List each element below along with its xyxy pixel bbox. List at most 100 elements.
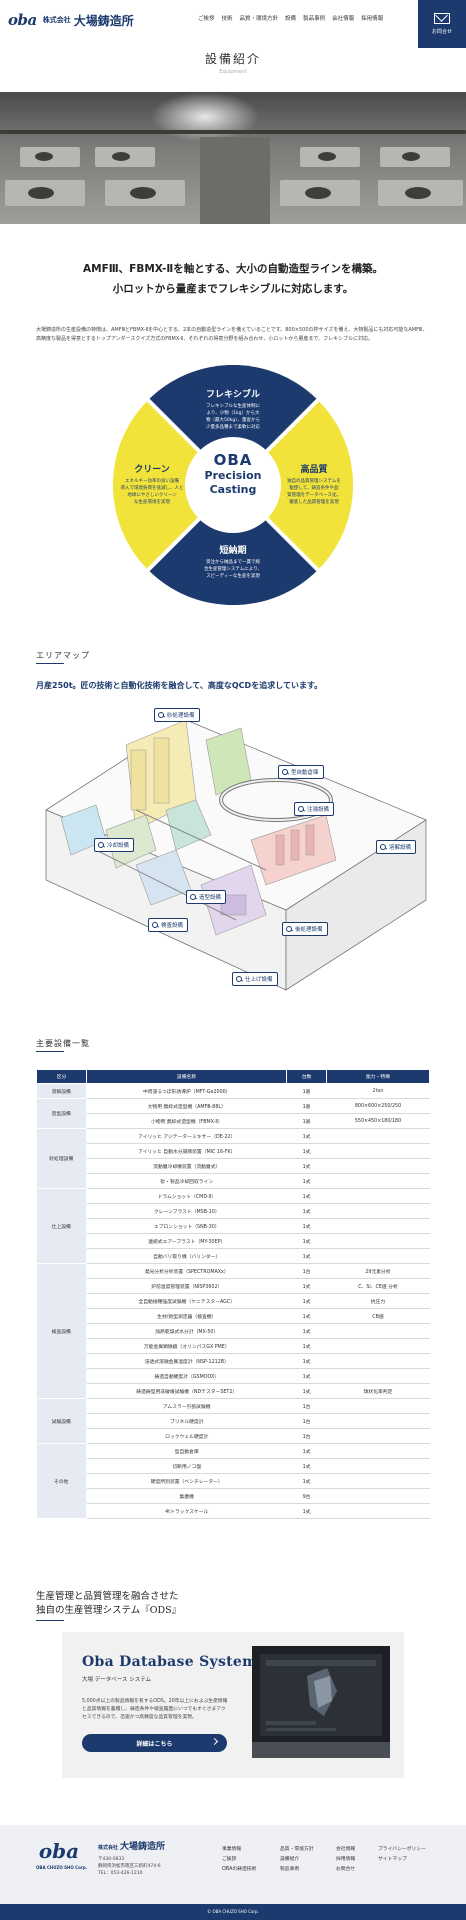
equipment-capacity xyxy=(326,1323,430,1339)
ods-lead-line-1: 生産管理と品質管理を融合させた xyxy=(36,1591,179,1602)
area-map-label: エリアマップ xyxy=(36,651,90,660)
equipment-name: 中周波るつぼ形誘導炉（MFT-Ge2000） xyxy=(86,1083,287,1099)
table-row: 仕上設備ドラムショット（CMD-Ⅱ）1式 xyxy=(36,1188,430,1264)
footer-link-equipment[interactable]: 設備紹介 xyxy=(280,1857,300,1862)
equipment-name: ロックウェル硬度計 xyxy=(86,1428,287,1444)
tag-inspection[interactable]: 検査設備 xyxy=(148,918,189,932)
wheel-center-text: OBA Precision Casting xyxy=(173,451,293,497)
tag-cooling[interactable]: 冷却設備 xyxy=(94,838,135,852)
equipment-capacity xyxy=(326,1473,430,1489)
lead-line-2: 小ロットから量産までフレキシブルに対応します。 xyxy=(112,283,354,295)
nav-technology[interactable]: 技術 xyxy=(221,16,233,22)
table-row: 硬度所別装置（ベンチレーター）1式 xyxy=(37,1473,430,1489)
equipment-capacity: 2ton xyxy=(326,1083,430,1099)
equipment-category: 仕上設備 xyxy=(36,1188,87,1264)
footer-link-technology[interactable]: OBAの鋳造技術 xyxy=(222,1867,257,1872)
equipment-capacity xyxy=(326,1218,430,1234)
wheel-top-title: フレキシブル xyxy=(205,390,260,400)
ods-card: Oba Database System 大場 データベース システム 5,000… xyxy=(62,1632,404,1778)
footer-link-greeting[interactable]: ご挨拶 xyxy=(222,1857,237,1862)
equipment-count: 1式 xyxy=(286,1128,327,1144)
equipment-count: 1式 xyxy=(286,1188,327,1204)
equipment-count: 1式 xyxy=(286,1443,327,1459)
equipment-name: 流動層冷却機装置（流動層式） xyxy=(86,1158,287,1174)
wheel-right-desc-4: 徹底した品質管理を実現 xyxy=(289,500,339,505)
page-title-en: Equipment xyxy=(219,69,247,75)
equipment-name: 自動バリ取り機（バリンダー） xyxy=(86,1248,287,1264)
tag-post-processing[interactable]: 後処理設備 xyxy=(282,922,328,936)
tag-pouring[interactable]: 注湯設備 xyxy=(294,802,335,816)
nav-company[interactable]: 会社情報 xyxy=(332,16,355,22)
equipment-count: 9台 xyxy=(286,1488,327,1504)
footer-company-name: 大場鋳造所 xyxy=(120,1842,166,1852)
equipment-capacity xyxy=(326,1398,430,1414)
equipment-capacity xyxy=(326,1488,430,1504)
equipment-name: アイリッヒ 自動水分調節装置（MIC 16-FK） xyxy=(86,1143,287,1159)
equipment-name: 切断用ノコ盤 xyxy=(86,1458,287,1474)
equipment-capacity xyxy=(326,1158,430,1174)
equipment-count: 1式 xyxy=(286,1173,327,1189)
wheel-right-desc-3: 質管理をデータベース化。 xyxy=(287,493,341,498)
tag-finishing[interactable]: 仕上げ設備 xyxy=(232,972,278,986)
tag-melting[interactable]: 溶解設備 xyxy=(376,840,417,854)
contact-button[interactable]: お問合せ xyxy=(418,0,466,48)
equipment-count: 1式 xyxy=(286,1338,327,1354)
equipment-capacity xyxy=(326,1188,430,1204)
equipment-count: 1台 xyxy=(286,1413,327,1429)
tag-molding[interactable]: 造型設備 xyxy=(186,890,227,904)
nav-recruit[interactable]: 採用情報 xyxy=(361,16,384,22)
tag-sand-processing[interactable]: 砂処理設備 xyxy=(154,708,200,722)
chevron-right-icon xyxy=(210,1737,219,1746)
footer-link-quality[interactable]: 品質・環境方針 xyxy=(280,1847,314,1852)
footer-link-privacy[interactable]: プライバシーポリシー xyxy=(378,1847,426,1852)
nav-greeting[interactable]: ご挨拶 xyxy=(198,16,215,22)
table-row: 連続式エアーブラスト（MY-30EP）1式 xyxy=(37,1233,430,1249)
copyright: © OBA CHUZO SHO Corp. xyxy=(0,1904,466,1920)
tag-mold-warehouse[interactable]: 型自動倉庫 xyxy=(278,765,324,779)
footer-link-recruit[interactable]: 採用情報 xyxy=(336,1857,356,1862)
area-map: 砂処理設備 型自動倉庫 注湯設備 溶解設備 冷却設備 造型設備 検査設備 後処理… xyxy=(36,700,430,1000)
equipment-name: アイリッヒ アジテーターミキサー（DE-22） xyxy=(86,1128,287,1144)
table-row: 自動バリ取り機（バリンダー）1式 xyxy=(37,1248,430,1264)
equipment-capacity: C、Si、CE値 分析 xyxy=(326,1278,430,1294)
wheel-bottom-desc-2: 合生産管理システムにより、 xyxy=(203,567,263,572)
equipment-name: 小物用 無枠式造型機（FBMX-Ⅱ） xyxy=(86,1113,287,1129)
site-logo[interactable]: oba 株式会社 大場鋳造所 xyxy=(8,9,134,31)
equipment-name: 鋳造鋳型用非破壊試験機（NDテスターSET2） xyxy=(86,1383,287,1399)
col-category: 区分 xyxy=(36,1069,87,1084)
equipment-capacity xyxy=(326,1458,430,1474)
ods-detail-label: 詳細はこちら xyxy=(136,1740,173,1748)
footer-logo[interactable]: oba OBA CHUZO SHO Corp. xyxy=(36,1839,87,1870)
equipment-count: 1式 xyxy=(286,1353,327,1369)
equipment-count: 1台 xyxy=(286,1428,327,1444)
footer-link-products[interactable]: 製品事例 xyxy=(280,1867,300,1872)
footer-link-company[interactable]: 会社情報 xyxy=(336,1847,356,1852)
footer-link-contact[interactable]: お問合せ xyxy=(336,1867,356,1872)
equipment-capacity xyxy=(326,1368,430,1384)
equipment-name: アムスラー引張試験機 xyxy=(86,1398,287,1414)
nav-equipment[interactable]: 設備 xyxy=(285,16,297,22)
equipment-capacity: 球状化率判定 xyxy=(326,1383,430,1399)
equipment-count: 1基 xyxy=(286,1113,327,1129)
nav-products[interactable]: 製品事例 xyxy=(303,16,326,22)
equipment-count: 1式 xyxy=(286,1323,327,1339)
ods-detail-button[interactable]: 詳細はこちら xyxy=(82,1734,227,1752)
table-row: エプロンショット（SNB-30）1式 xyxy=(37,1218,430,1234)
equipment-capacity: CB値 xyxy=(326,1308,430,1324)
intro-text: 大場鋳造所の生産設備の特徴は、AMFⅢとFBMX-Ⅱを中心とする、2本の自動造型… xyxy=(36,327,428,342)
equipment-count: 1台 xyxy=(286,1263,327,1279)
equipment-count: 1式 xyxy=(286,1218,327,1234)
nav-quality-policy[interactable]: 品質・環境方針 xyxy=(239,16,279,22)
footer-link-sitemap[interactable]: サイトマップ xyxy=(378,1857,407,1862)
footer-address: 静岡県浜松市南区三新町474-6 xyxy=(98,1864,161,1869)
footer-link-business[interactable]: 事業情報 xyxy=(222,1847,242,1852)
equipment-count: 1台 xyxy=(286,1398,327,1414)
